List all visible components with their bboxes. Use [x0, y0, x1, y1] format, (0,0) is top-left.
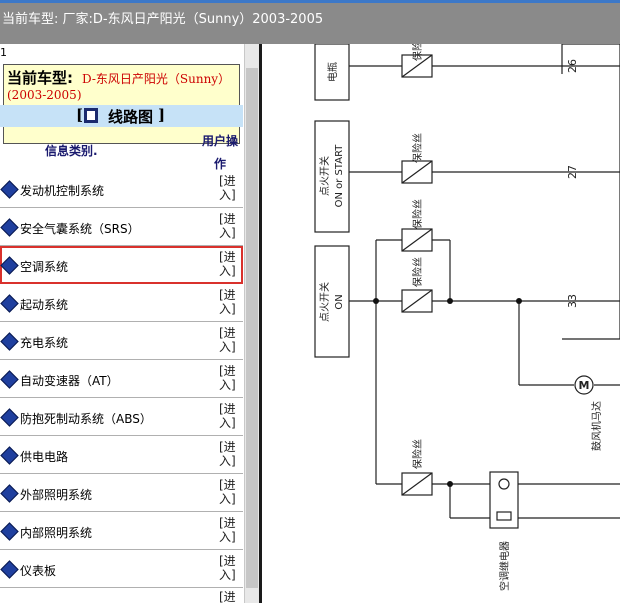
wire-number-26: 26: [566, 59, 579, 73]
enter-link[interactable]: [进入]: [219, 174, 236, 202]
current-model-box: 当前车型: D-东风日产阳光（Sunny） (2003-2005): [3, 64, 240, 144]
enter-link[interactable]: [进入]: [219, 478, 236, 506]
fuse-label: 保险丝: [411, 439, 424, 469]
fuse-label: 保险丝: [411, 199, 424, 229]
diamond-bullet-icon: [0, 522, 19, 541]
diamond-bullet-icon: [0, 408, 19, 427]
list-item-label[interactable]: 内部照明系统: [20, 526, 93, 540]
diamond-bullet-icon: [0, 218, 19, 237]
ignition-on-label-2: ON: [334, 294, 345, 309]
relay-box: [489, 471, 519, 529]
enter-link[interactable]: [进入]: [219, 364, 236, 392]
diamond-bullet-icon: [0, 180, 19, 199]
wiring-diagram: 电瓶 点火开关 ON or START 点火开关 ON 保险丝 保险丝 保险丝 …: [262, 44, 620, 603]
left-panel: 1 当前车型: D-东风日产阳光（Sunny） (2003-2005) [ 线路…: [0, 44, 262, 603]
page-number: 1: [0, 46, 7, 59]
fuse-label: 保险丝: [411, 133, 424, 163]
system-list: 发动机控制系统 [进入] 安全气囊系统（SRS） [进入] 空调系统 [进入] …: [0, 170, 243, 603]
list-item-label[interactable]: 仪表板: [20, 564, 57, 578]
fuse-label: 保险丝: [411, 257, 424, 287]
current-model-years: (2003-2005): [7, 88, 82, 102]
diamond-bullet-icon: [0, 370, 19, 389]
current-model-label: 当前车型:: [7, 69, 73, 87]
column-header-action-line1: 用户操: [201, 134, 238, 148]
list-item-label[interactable]: 安全气囊系统（SRS）: [20, 222, 140, 236]
list-item-air-conditioning[interactable]: 空调系统 [进入]: [0, 246, 243, 284]
enter-link[interactable]: [进入]: [219, 516, 236, 544]
list-item-starting[interactable]: 起动系统 [进入]: [0, 284, 243, 322]
list-item-label[interactable]: 发动机控制系统: [20, 184, 105, 198]
window-title: 当前车型: 厂家:D-东风日产阳光（Sunny）2003-2005: [2, 12, 324, 27]
enter-link[interactable]: [进: [219, 590, 236, 603]
fuse-label-partial: 保险丝: [411, 44, 424, 61]
diamond-bullet-icon: [0, 256, 19, 275]
diamond-bullet-icon: [0, 484, 19, 503]
list-item-label[interactable]: 供电电路: [20, 450, 69, 464]
section-title-prefix: [: [76, 106, 84, 124]
ignition-start-label-1: 点火开关: [318, 156, 331, 196]
section-title-suffix: ]: [158, 106, 166, 124]
column-header-action: 用户操 作: [200, 130, 240, 176]
left-scrollbar-thumb[interactable]: [246, 68, 258, 588]
diamond-bullet-icon: [0, 294, 19, 313]
motor-symbol-letter: M: [579, 379, 590, 392]
ac-relay-label: 空调继电器: [498, 541, 511, 591]
list-item-label[interactable]: 外部照明系统: [20, 488, 93, 502]
enter-link[interactable]: [进入]: [219, 440, 236, 468]
ignition-start-label-2: ON or START: [334, 144, 345, 208]
section-title: 线路图: [108, 108, 154, 126]
enter-link[interactable]: [进入]: [219, 250, 236, 278]
enter-link[interactable]: [进入]: [219, 402, 236, 430]
blower-motor-label: 鼓风机马达: [590, 401, 603, 451]
diamond-bullet-icon: [0, 446, 19, 465]
list-item-abs[interactable]: 防抱死制动系统（ABS） [进入]: [0, 398, 243, 436]
list-item-partial[interactable]: [进: [0, 588, 243, 603]
wiring-diagram-svg: 电瓶 点火开关 ON or START 点火开关 ON 保险丝 保险丝 保险丝 …: [314, 44, 620, 591]
battery-box: [314, 44, 350, 101]
section-header: [ 线路图 ]: [0, 105, 243, 127]
list-item-label[interactable]: 自动变速器（AT）: [20, 374, 119, 388]
current-model-value: D-东风日产阳光（Sunny）: [82, 72, 231, 86]
list-item-automatic-transmission[interactable]: 自动变速器（AT） [进入]: [0, 360, 243, 398]
title-bar: 当前车型: 厂家:D-东风日产阳光（Sunny）2003-2005: [0, 0, 620, 44]
ignition-switch-start-box: [314, 120, 350, 233]
enter-link[interactable]: [进入]: [219, 288, 236, 316]
diamond-bullet-icon: [0, 332, 19, 351]
list-item-charging[interactable]: 充电系统 [进入]: [0, 322, 243, 360]
left-scrollbar[interactable]: [244, 44, 259, 603]
book-icon: [84, 108, 98, 123]
ignition-on-label-1: 点火开关: [318, 282, 331, 322]
list-item-label[interactable]: 起动系统: [20, 298, 69, 312]
list-item-label[interactable]: 充电系统: [20, 336, 69, 350]
list-item-engine-control[interactable]: 发动机控制系统 [进入]: [0, 170, 243, 208]
battery-label: 电瓶: [326, 62, 339, 82]
diamond-bullet-icon: [0, 560, 19, 579]
enter-link[interactable]: [进入]: [219, 212, 236, 240]
column-header-action-line2: 作: [213, 157, 226, 171]
list-item-srs[interactable]: 安全气囊系统（SRS） [进入]: [0, 208, 243, 246]
list-item-power-supply[interactable]: 供电电路 [进入]: [0, 436, 243, 474]
list-item-instrument-panel[interactable]: 仪表板 [进入]: [0, 550, 243, 588]
column-header-category: 信息类别.: [45, 144, 98, 158]
list-item-interior-lighting[interactable]: 内部照明系统 [进入]: [0, 512, 243, 550]
list-item-exterior-lighting[interactable]: 外部照明系统 [进入]: [0, 474, 243, 512]
blower-motor-symbol: [574, 375, 594, 395]
enter-link[interactable]: [进入]: [219, 554, 236, 582]
list-item-label[interactable]: 防抱死制动系统（ABS）: [20, 412, 152, 426]
wire-number-33: 33: [566, 294, 579, 308]
wire-number-27: 27: [566, 165, 579, 179]
list-item-label[interactable]: 空调系统: [20, 260, 69, 274]
pane-splitter[interactable]: [259, 44, 262, 603]
enter-link[interactable]: [进入]: [219, 326, 236, 354]
